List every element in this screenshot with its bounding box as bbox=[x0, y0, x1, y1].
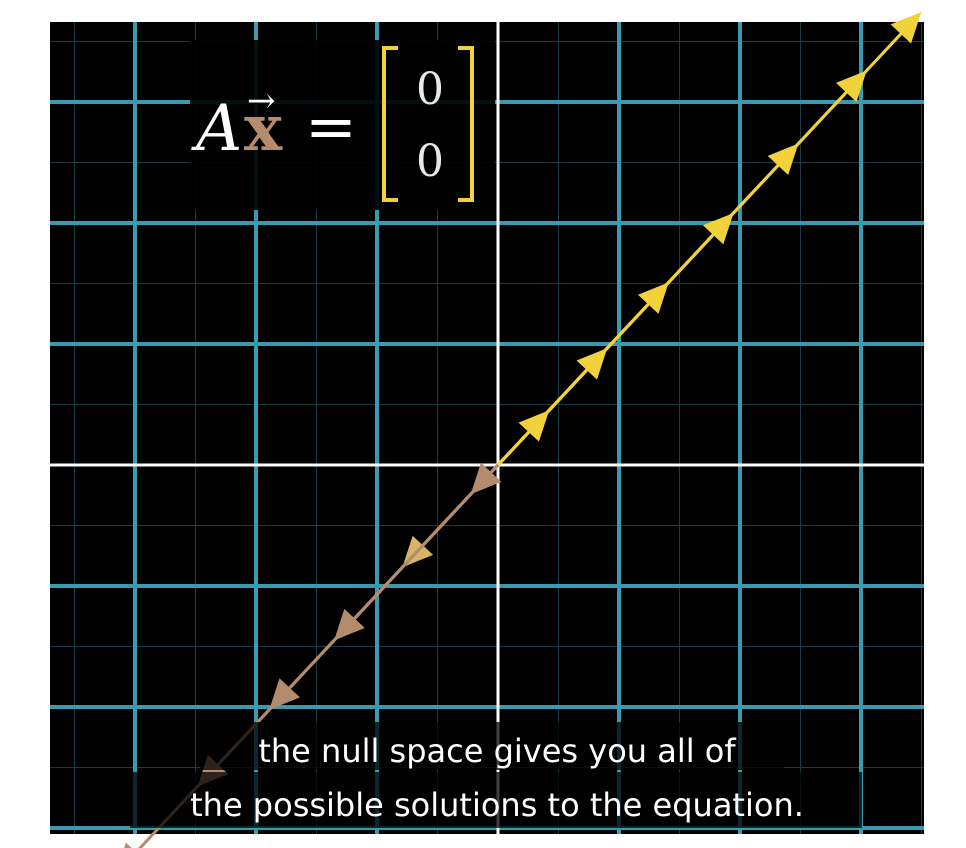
yellow-vector-5-head bbox=[576, 348, 608, 380]
vector-x-symbol: x bbox=[244, 91, 283, 166]
subtitle-line2: the possible solutions to the equation. bbox=[190, 786, 804, 824]
vector-arrow-icon: → bbox=[247, 81, 276, 121]
left-bracket bbox=[382, 46, 398, 202]
equation: A x → = 0 0 bbox=[190, 40, 495, 210]
coordinate-axes bbox=[50, 22, 924, 834]
subtitle-line2-backdrop bbox=[130, 772, 862, 828]
matrix-entry-bottom: 0 bbox=[416, 136, 444, 187]
yellow-vector-6 bbox=[496, 410, 550, 467]
matrix-a-symbol: A bbox=[191, 92, 242, 166]
yellow-vector-2-head bbox=[767, 143, 799, 176]
right-bracket bbox=[458, 46, 474, 202]
yellow-vector-1-head bbox=[836, 70, 867, 102]
yellow-vector-6-head bbox=[518, 410, 550, 442]
equation-backdrop bbox=[190, 40, 495, 210]
matrix-entry-top: 0 bbox=[416, 64, 444, 115]
brown-vector-head bbox=[124, 842, 132, 848]
yellow-vector-3-head bbox=[702, 212, 734, 245]
subtitle-line1-backdrop bbox=[200, 722, 784, 770]
subtitles: the null space gives you all of the poss… bbox=[130, 722, 862, 828]
subtitle-line1: the null space gives you all of bbox=[258, 732, 736, 770]
yellow-vector-4-head bbox=[637, 282, 669, 314]
yellow-vector-head bbox=[890, 12, 922, 44]
equals-sign: = bbox=[305, 90, 357, 163]
